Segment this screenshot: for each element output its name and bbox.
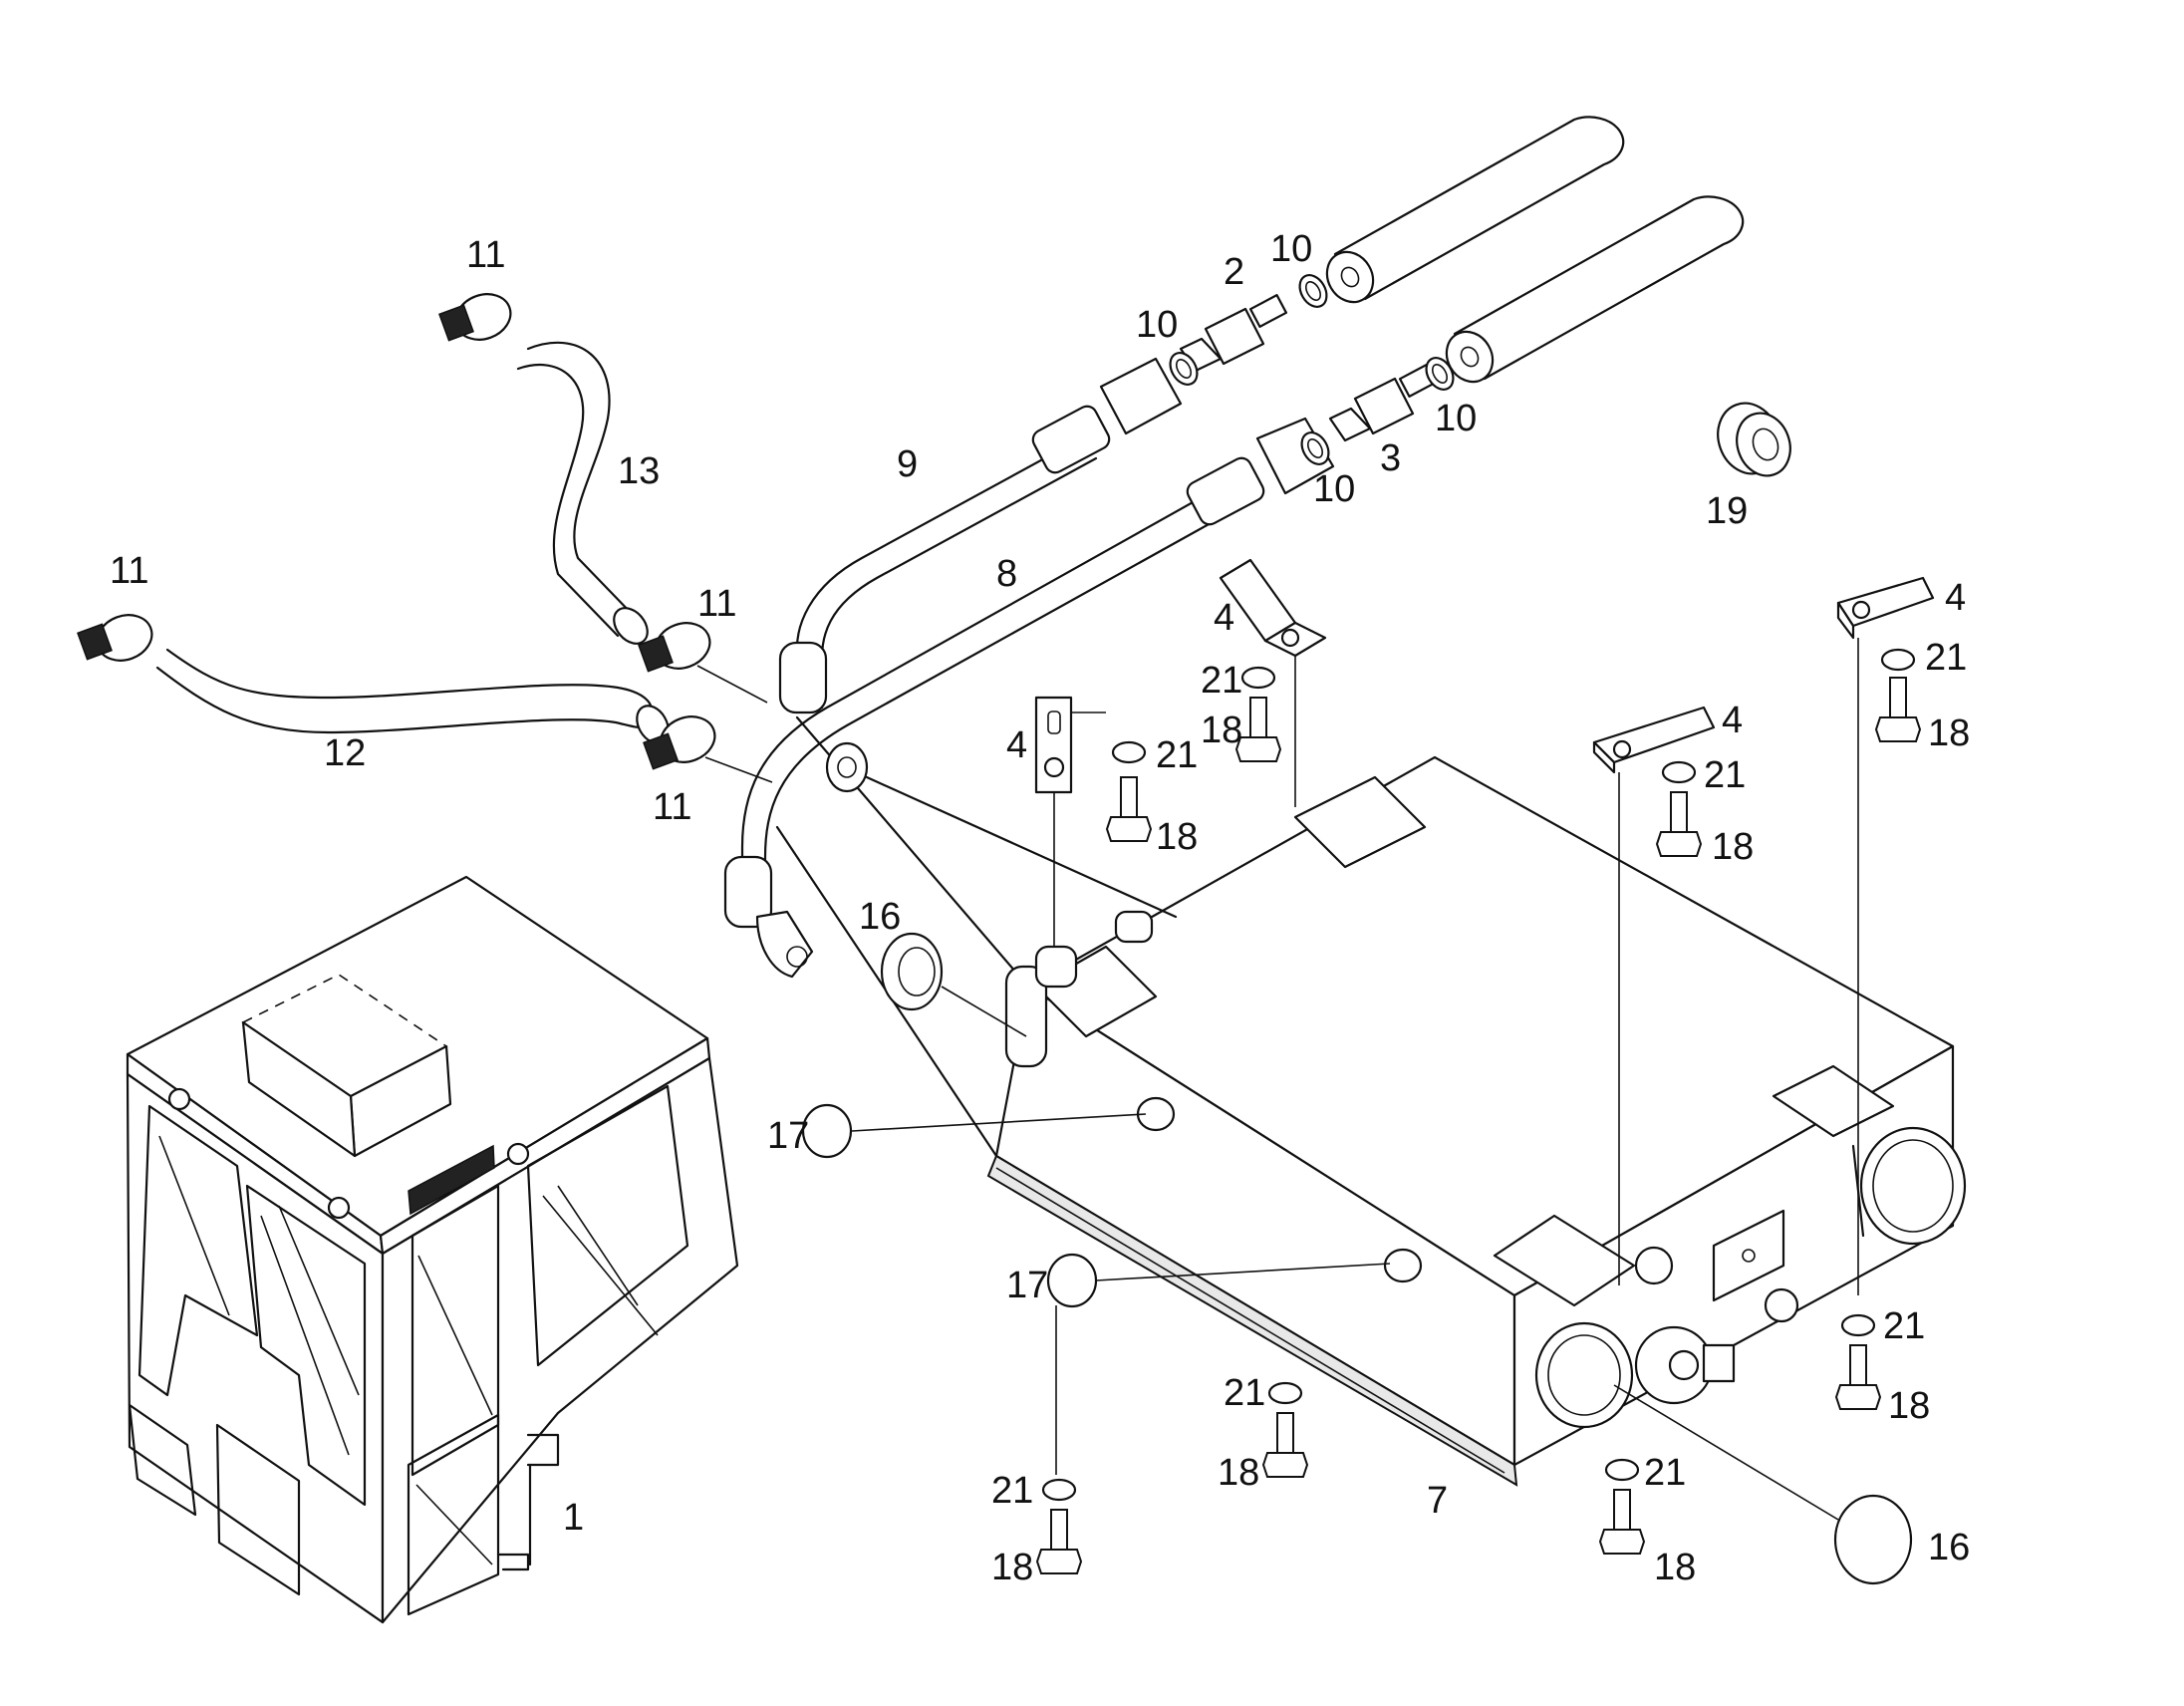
washer-21-set (1041, 648, 1916, 1502)
callout-1: 1 (563, 1497, 584, 1539)
bracket-4b (1034, 696, 1106, 947)
hose-12 (155, 648, 670, 744)
callout-3: 3 (1380, 437, 1401, 479)
callout-21g: 21 (1644, 1452, 1686, 1494)
plug-17b (1046, 1253, 1391, 1475)
callout-8: 8 (996, 553, 1017, 595)
callout-19: 19 (1706, 490, 1748, 532)
hose-clamp-11a (438, 293, 512, 342)
callout-21f: 21 (991, 1470, 1033, 1512)
tractor-cab (126, 875, 739, 1624)
callout-11c: 11 (697, 583, 736, 625)
callout-16a: 16 (859, 896, 901, 938)
plug-16b (1613, 1384, 1913, 1585)
plug-16a (880, 932, 1027, 1037)
callout-10d: 10 (1435, 398, 1477, 439)
washer-10a (1169, 352, 1199, 386)
bracket-4d (1836, 576, 1935, 1295)
callout-4d: 4 (1945, 577, 1966, 619)
heater-unit (775, 715, 1967, 1487)
callout-4c: 4 (1722, 700, 1743, 741)
callout-21h: 21 (1883, 1305, 1925, 1347)
fitting-2 (1179, 294, 1288, 373)
callout-18e: 18 (1218, 1452, 1259, 1494)
hose-8 (723, 417, 1335, 979)
callout-11a: 11 (466, 234, 505, 276)
callout-12: 12 (324, 732, 366, 774)
callout-21d: 21 (1925, 637, 1967, 679)
callout-4a: 4 (1214, 597, 1234, 639)
washer-10b (1298, 274, 1328, 308)
callout-7: 7 (1427, 1480, 1448, 1522)
bolt-18-set (1035, 677, 1922, 1574)
insulation-tube-lower (1445, 195, 1745, 384)
callout-11d: 11 (653, 786, 691, 828)
callout-16b: 16 (1928, 1527, 1970, 1568)
callout-10c: 10 (1313, 468, 1355, 510)
hose-clamp-11d (643, 715, 773, 783)
callout-10b: 10 (1270, 228, 1312, 270)
callout-17b: 17 (1006, 1265, 1048, 1306)
callout-18g: 18 (1654, 1547, 1696, 1588)
callout-13: 13 (618, 450, 660, 492)
hose-clamp-11b (77, 614, 153, 662)
grommet-19 (1717, 402, 1791, 477)
washer-10c (1300, 431, 1330, 465)
insulation-tube-upper (1325, 116, 1625, 304)
hose-13 (516, 341, 649, 645)
plug-17a (801, 1103, 1147, 1159)
callout-labels: 1 2 3 4 4 4 4 7 8 9 10 10 10 10 11 11 11… (110, 228, 1970, 1588)
callout-21e: 21 (1224, 1372, 1265, 1414)
fitting-3 (1328, 364, 1438, 442)
callout-4b: 4 (1006, 724, 1027, 766)
washer-10d (1425, 357, 1455, 391)
callout-2: 2 (1224, 251, 1244, 293)
callout-11b: 11 (110, 550, 148, 592)
callout-21b: 21 (1156, 734, 1198, 776)
callout-21a: 21 (1201, 660, 1242, 702)
callout-18b: 18 (1156, 816, 1198, 858)
callout-10a: 10 (1136, 304, 1178, 346)
callout-18c: 18 (1712, 826, 1754, 868)
callout-18h: 18 (1888, 1385, 1930, 1427)
hose-clamp-11c (638, 622, 768, 704)
bracket-4c (1592, 706, 1716, 1285)
callout-18a: 18 (1201, 710, 1242, 751)
callout-9: 9 (897, 443, 918, 485)
callout-21c: 21 (1704, 754, 1746, 796)
callout-17a: 17 (767, 1115, 809, 1157)
hose-9 (778, 357, 1183, 714)
callout-18d: 18 (1928, 712, 1970, 754)
callout-18f: 18 (991, 1547, 1033, 1588)
bracket-4a (1219, 558, 1327, 807)
